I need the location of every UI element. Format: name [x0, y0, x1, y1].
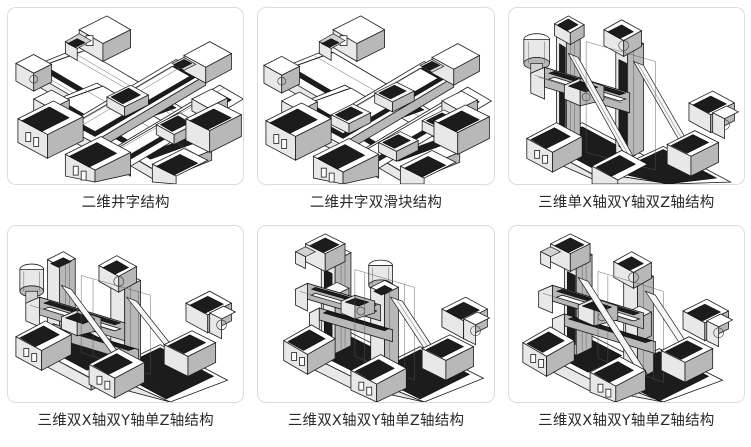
product-card-2[interactable]	[257, 7, 495, 185]
product-card-3[interactable]	[507, 7, 745, 185]
card-caption: 二维井字结构	[81, 195, 170, 211]
gallery-cell-6[interactable]: 三维双X轴双Y轴单Z轴结构	[501, 218, 751, 447]
product-card-4[interactable]	[7, 225, 245, 403]
illustration-gantry-3d-single-x-dual-y-dual-z	[523, 15, 739, 184]
illustration-gantry-2d-crossed-frame-dual-slider	[263, 15, 493, 184]
illustration-gantry-3d-dual-x-dual-y-single-z-a	[15, 251, 237, 402]
card-caption: 三维双X轴双Y轴单Z轴结构	[37, 413, 214, 429]
product-card-5[interactable]	[257, 225, 495, 403]
card-caption: 三维双X轴双Y轴单Z轴结构	[287, 413, 465, 429]
illustration-gantry-3d-dual-x-dual-y-single-z-c	[521, 233, 734, 402]
gallery-cell-2[interactable]: 二维井字双滑块结构	[250, 0, 500, 218]
illustration-gantry-3d-dual-x-dual-y-single-z-b	[283, 233, 491, 402]
card-caption: 三维双X轴双Y轴单Z轴结构	[538, 413, 715, 429]
card-caption: 二维井字双滑块结构	[309, 195, 443, 211]
card-caption: 三维单X轴双Y轴双Z轴结构	[538, 195, 715, 211]
product-card-1[interactable]	[7, 7, 245, 185]
product-card-6[interactable]	[507, 225, 745, 403]
gallery-cell-4[interactable]: 三维双X轴双Y轴单Z轴结构	[0, 218, 250, 447]
gallery-cell-5[interactable]: 三维双X轴双Y轴单Z轴结构	[250, 218, 500, 447]
gallery-cell-3[interactable]: 三维单X轴双Y轴双Z轴结构	[501, 0, 751, 218]
gallery-cell-1[interactable]: 二维井字结构	[0, 0, 250, 218]
illustration-gantry-2d-crossed-frame	[15, 15, 244, 184]
